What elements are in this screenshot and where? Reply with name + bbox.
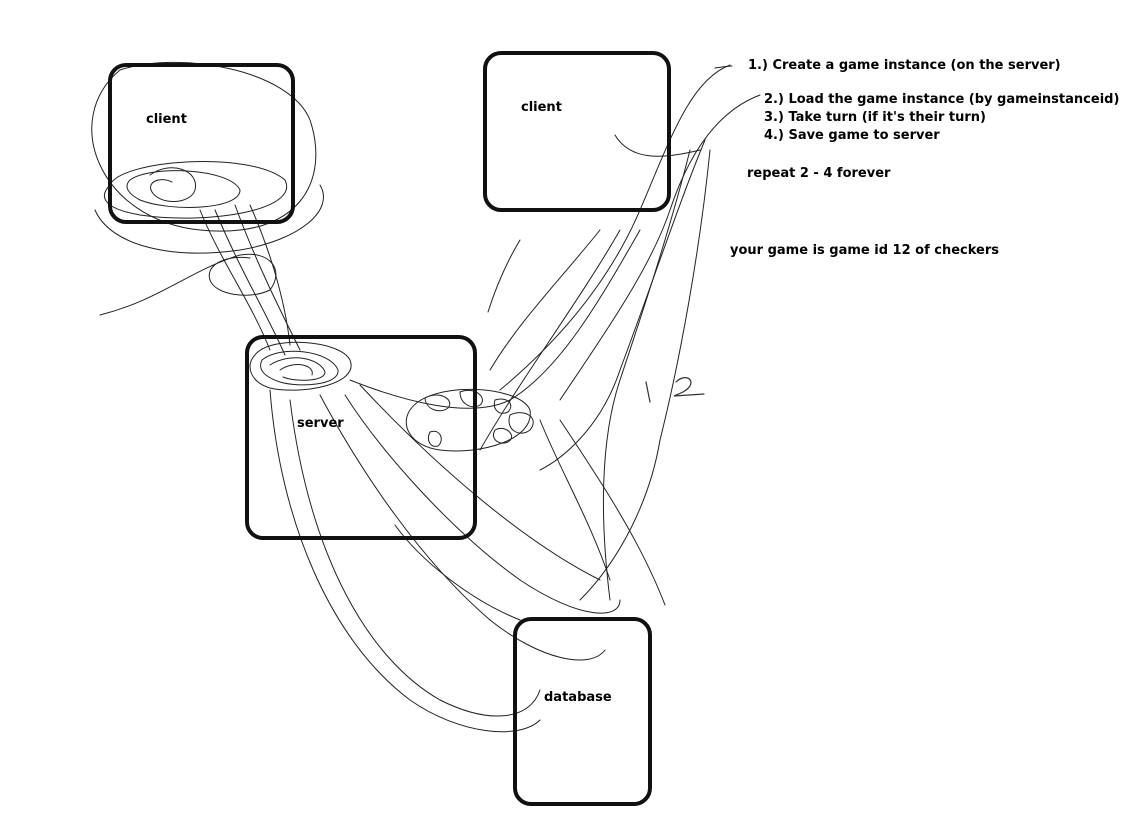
handwritten-twelve	[645, 377, 705, 403]
scribble-cluster-a	[424, 394, 451, 412]
repeat-note: repeat 2 - 4 forever	[747, 166, 891, 181]
scribble-server-top3	[269, 357, 326, 381]
client-left-label: client	[146, 112, 187, 127]
wire-notes-7	[539, 419, 611, 581]
step-1-note: 1.) Create a game instance (on the serve…	[748, 58, 1061, 73]
wire-server-rightclient-1	[349, 229, 641, 409]
wire-server-rightclient-3	[489, 229, 601, 371]
scribble-cluster-outer	[405, 388, 531, 452]
server-label: server	[297, 416, 344, 431]
scribble-left-client-inner2	[126, 170, 241, 208]
scribble-left-client-loop	[149, 167, 196, 202]
scribble-cluster-e	[508, 412, 534, 434]
wire-notes-5	[602, 149, 691, 601]
scribble-left-client	[91, 61, 317, 232]
wire-notes-6	[559, 419, 666, 606]
step-3-note: 3.) Take turn (if it's their turn)	[764, 110, 986, 125]
scribble-cluster-c	[493, 398, 512, 414]
wire-client-server-2	[214, 209, 286, 356]
scribble-server-top2	[260, 350, 339, 386]
wire-server-db-3	[319, 394, 606, 661]
scribble-server-top	[249, 341, 352, 391]
wire-server-rightclient-2	[479, 229, 621, 451]
client-box-right	[483, 51, 671, 212]
wire-notes-4	[579, 149, 711, 601]
step-4-note: 4.) Save game to server	[764, 128, 940, 143]
client-box-left	[108, 63, 295, 224]
scribble-server-top4	[279, 364, 313, 376]
scribble-cluster-f	[493, 428, 513, 444]
wire-notes-dash	[714, 65, 733, 69]
wire-notes-3	[539, 139, 706, 471]
wire-notes-2	[559, 94, 761, 401]
scribble-left-client-swirl	[94, 184, 324, 254]
scribble-right-client-curve	[614, 134, 701, 157]
scribble-cluster-d	[427, 430, 442, 447]
step-2-note: 2.) Load the game instance (by gameinsta…	[764, 92, 1120, 107]
wire-client-server-1	[199, 209, 271, 351]
database-box	[513, 617, 652, 806]
wire-server-db-1	[269, 389, 541, 733]
wire-server-db-4	[344, 394, 621, 614]
server-box	[245, 335, 477, 540]
scribble-cluster-b	[459, 390, 483, 408]
wire-client-server-3	[234, 204, 301, 351]
wire-rightclient-bottom	[487, 239, 521, 313]
client-right-label: client	[521, 100, 562, 115]
scribble-left-client-tail	[99, 253, 277, 316]
game-id-note: your game is game id 12 of checkers	[730, 243, 1000, 258]
database-label: database	[544, 690, 612, 705]
